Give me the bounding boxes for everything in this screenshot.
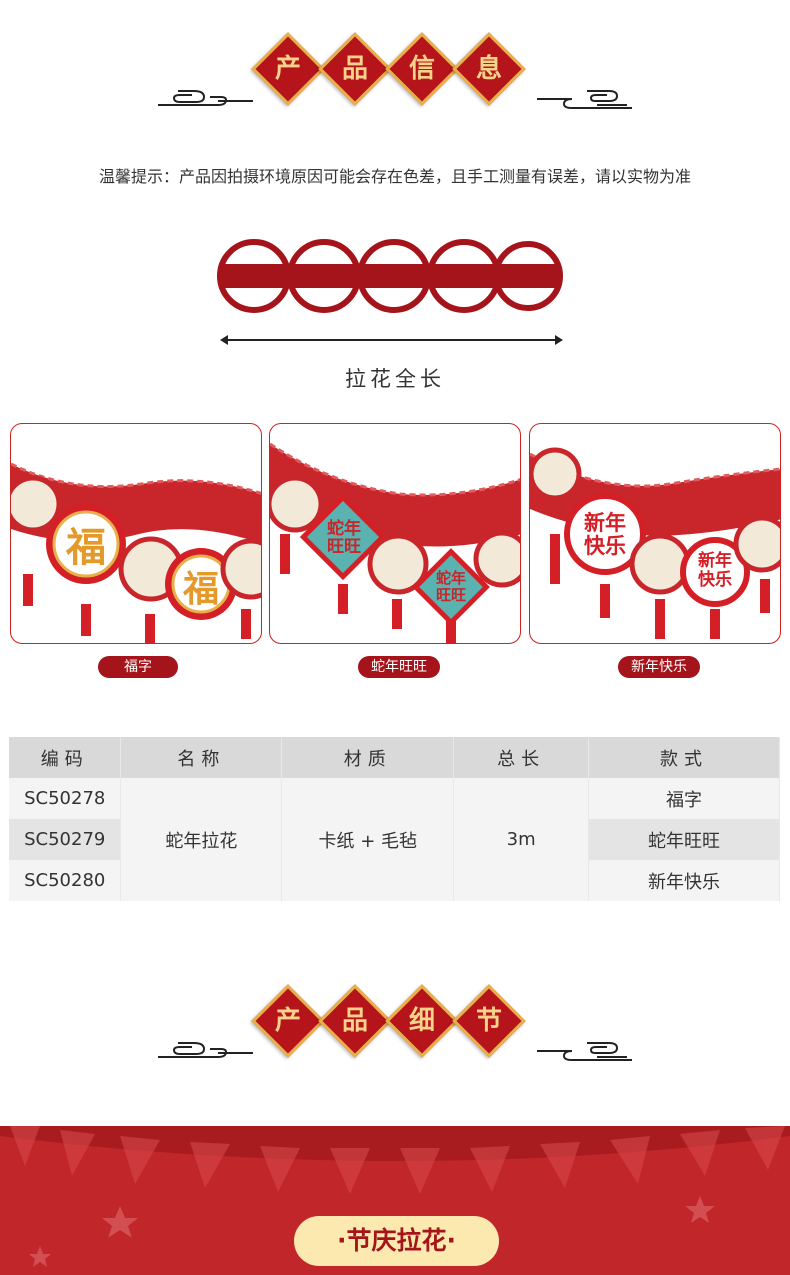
cloud-left-icon (158, 90, 253, 106)
photo-text: 新年快乐 (584, 511, 626, 558)
photo-char: 福 (66, 525, 106, 571)
table-cell-material: 卡纸 + 毛毡 (281, 778, 455, 901)
title-char: 信 (408, 54, 435, 84)
cloud-left-icon (158, 1042, 253, 1058)
table-header-row: 编码 名称 材质 总长 款式 (9, 737, 780, 778)
title-char: 节 (475, 1006, 502, 1036)
title-char: 息 (475, 54, 502, 84)
table-header: 总长 (453, 737, 590, 778)
festive-banner (0, 1126, 790, 1275)
title-char: 品 (341, 1006, 368, 1036)
table-row: SC50278 蛇年拉花 卡纸 + 毛毡 3m 福字 (9, 778, 780, 901)
product-photo-snake: 蛇年旺旺 蛇年旺旺 (269, 423, 521, 644)
table-row: SC50280 新年快乐 (9, 860, 780, 901)
table-cell-name: 蛇年拉花 (120, 778, 283, 901)
style-label-snake: 蛇年旺旺 (358, 656, 440, 678)
length-label: 拉花全长 (345, 367, 445, 391)
table-header: 款式 (588, 737, 780, 778)
table-cell-code: SC50278 (9, 778, 122, 819)
table-row: SC50279 蛇年旺旺 (9, 819, 780, 860)
table-header: 材质 (281, 737, 455, 778)
table-cell-style: 福字 (588, 778, 780, 819)
spec-table: 编码 名称 材质 总长 款式 SC50278 蛇年拉花 卡纸 + 毛毡 3m 福… (9, 737, 780, 901)
arrow-left-icon (220, 335, 228, 345)
photo-char: 福 (182, 569, 219, 610)
garland-diagram (217, 239, 563, 313)
table-cell-style: 新年快乐 (588, 860, 780, 901)
title-char: 细 (408, 1006, 435, 1036)
table-header: 编码 (9, 737, 122, 778)
cloud-right-icon (537, 1042, 632, 1061)
section-title-product-info: 产 品 信 息 (0, 32, 790, 115)
table-cell-style: 蛇年旺旺 (588, 819, 780, 860)
table-header: 名称 (120, 737, 283, 778)
product-photo-newyear: 新年快乐 新年快乐 (529, 423, 781, 644)
style-label-fu: 福字 (98, 656, 178, 678)
title-char: 产 (274, 1006, 301, 1036)
cloud-right-icon (537, 90, 632, 109)
title-char: 品 (341, 54, 368, 84)
section-title-product-details: 产 品 细 节 (0, 984, 790, 1067)
table-cell-length: 3m (453, 778, 590, 901)
photo-text: 蛇年旺旺 (435, 569, 466, 604)
product-photo-fu: 福 福 (10, 423, 262, 644)
notice-text: 温馨提示：产品因拍摄环境原因可能会存在色差，且手工测量有误差，请以实物为准 (98, 167, 691, 186)
length-arrow-line (224, 339, 559, 341)
photo-text: 蛇年旺旺 (327, 519, 361, 557)
arrow-right-icon (555, 335, 563, 345)
table-cell-code: SC50279 (9, 819, 122, 860)
photo-text: 新年快乐 (698, 551, 732, 590)
title-char: 产 (274, 54, 301, 84)
table-cell-code: SC50280 (9, 860, 122, 901)
banner-label: ·节庆拉花· (294, 1216, 499, 1266)
style-label-newyear: 新年快乐 (618, 656, 700, 678)
